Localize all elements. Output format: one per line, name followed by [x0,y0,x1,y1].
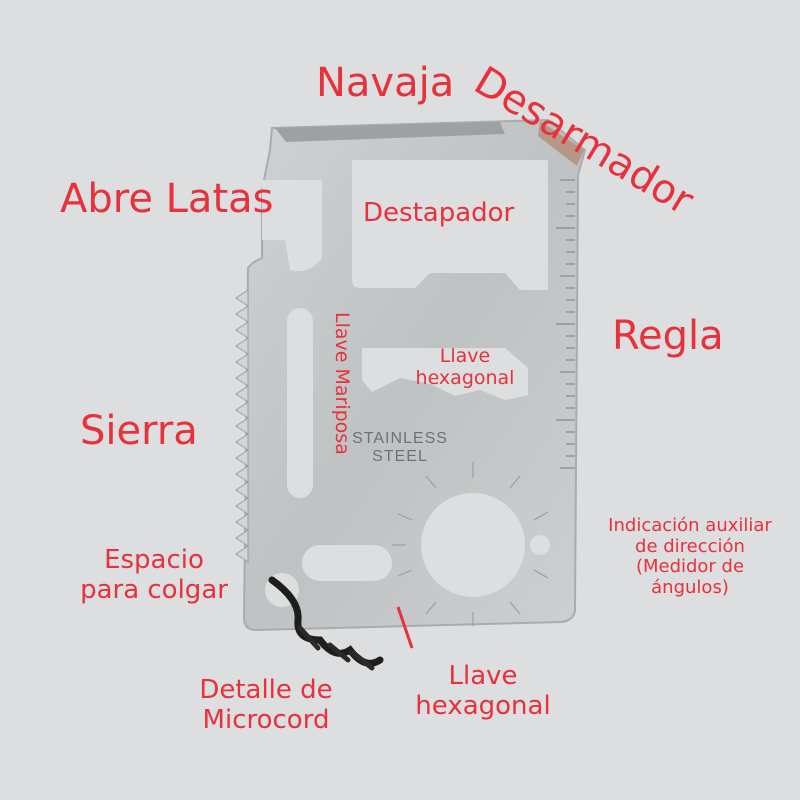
card-body [242,118,587,632]
label-llave-hexagonal: Llave hexagonal [400,661,566,722]
label-detalle-line2: Microcord [202,704,330,735]
label-espacio-para-colgar: Espacio para colgar [66,545,242,606]
label-espacio-line2: para colgar [80,574,228,605]
saw-teeth [235,289,249,563]
pointer-line [396,606,414,649]
label-llave-hexagonal-inner: Llave hexagonal [395,345,535,390]
angle-rays [392,462,549,626]
engraving-line2: STEEL [372,447,428,465]
label-indicacion-line2: de dirección [635,535,745,557]
label-detalle-line1: Detalle de [199,675,333,705]
label-indicacion-line1: Indicación auxiliar [608,515,772,536]
label-detalle-microcord: Detalle de Microcord [178,675,354,736]
label-sierra: Sierra [80,408,198,454]
label-llave-hexagonal-inner-line2: hexagonal [415,366,515,389]
label-llave-hexagonal-line2: hexagonal [415,690,551,721]
label-abre-latas: Abre Latas [60,176,274,222]
engraving-line1: STAINLESS [352,430,448,447]
ruler-ticks [556,179,575,469]
label-navaja: Navaja [316,60,455,106]
label-llave-hexagonal-inner-line1: Llave [439,345,491,367]
label-destapador: Destapador [363,198,515,228]
label-llave-hexagonal-line1: Llave [448,661,518,691]
label-indicacion: Indicación auxiliar de dirección (Medido… [590,515,790,599]
label-regla: Regla [612,313,724,359]
blade-edge [275,122,505,142]
label-espacio-line1: Espacio [104,545,204,575]
label-indicacion-line4: ángulos) [651,577,729,599]
engraving-stainless-steel: STAINLESS STEEL [346,430,454,465]
label-indicacion-line3: (Medidor de [635,556,745,578]
